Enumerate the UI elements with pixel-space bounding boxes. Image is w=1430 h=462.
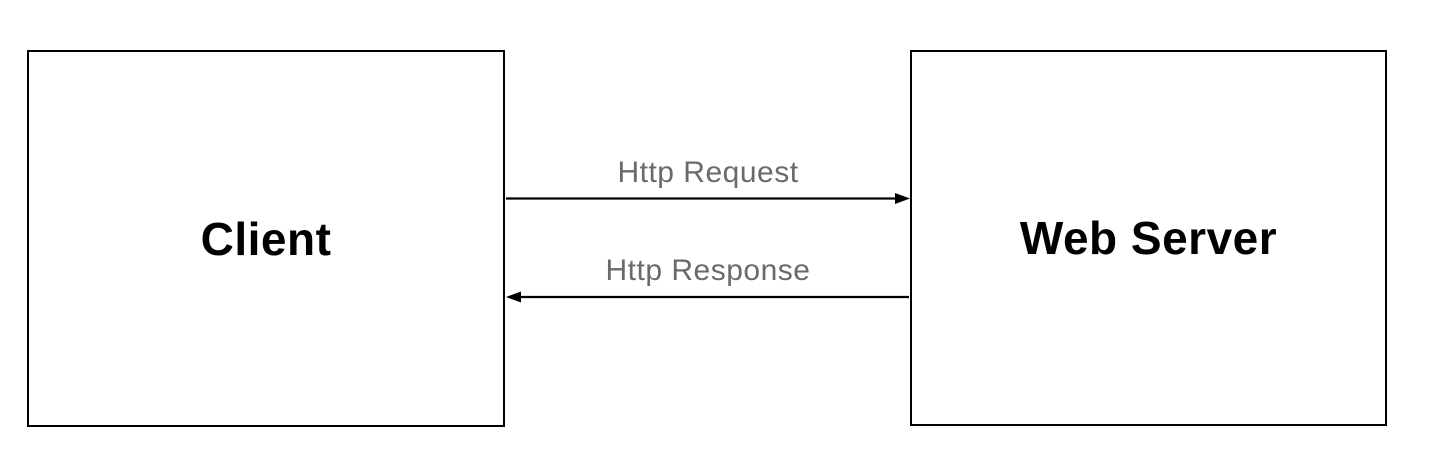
web-server-node: Web Server [910,50,1387,426]
http-request-label: Http Request [617,156,799,189]
web-server-node-label: Web Server [1019,212,1278,264]
arrowhead-right-icon [895,193,910,204]
client-node: Client [27,50,505,427]
http-response-label: Http Response [605,254,811,287]
arrowhead-left-icon [506,291,521,303]
http-request-arrow [506,193,910,204]
http-response-arrow [506,291,909,303]
client-node-label: Client [200,212,332,265]
